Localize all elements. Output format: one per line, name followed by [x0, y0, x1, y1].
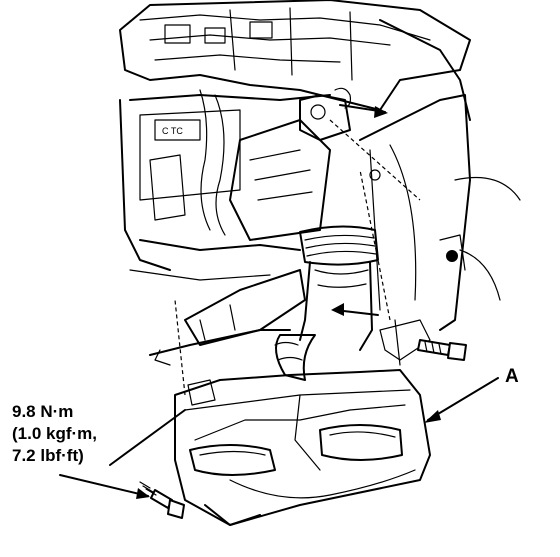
torque-spec-kgfm: (1.0 kgf·m, [12, 424, 98, 443]
svg-text:C TC: C TC [162, 126, 183, 136]
air-duct-hose [274, 225, 379, 381]
torque-spec-nm: 9.8 N·m [12, 402, 74, 421]
air-cleaner-housing [174, 319, 431, 526]
leader-lines [59, 104, 499, 499]
right-side-panel [359, 94, 521, 331]
bolt-lower [139, 481, 185, 519]
bolt-right [417, 339, 467, 361]
callout-label-a: A [505, 366, 519, 387]
engine-bay-structure: C TC [119, 0, 471, 281]
torque-spec-lbfft: 7.2 lbf·ft) [12, 446, 84, 465]
splash-shield-panel [149, 269, 306, 366]
